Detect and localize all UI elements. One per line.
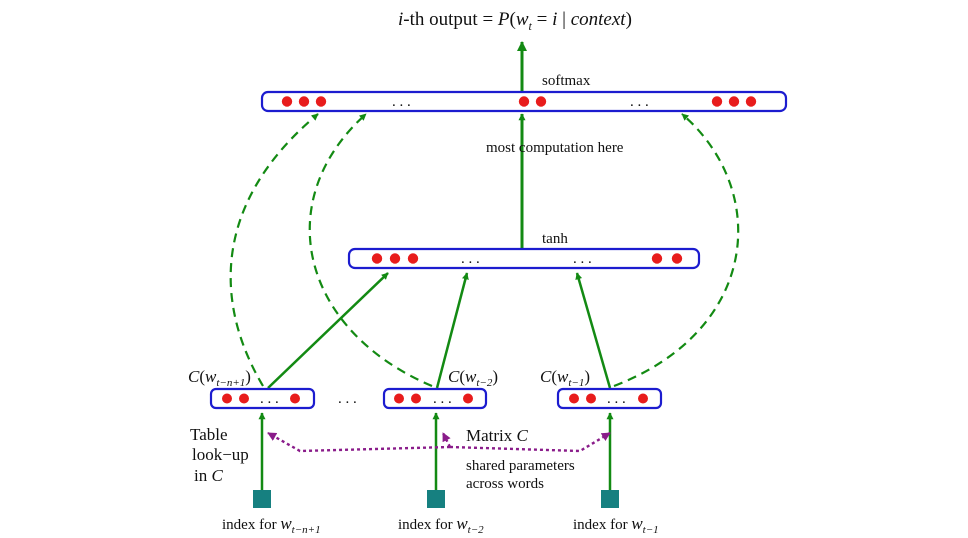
title-bar: | — [557, 9, 570, 30]
table-lookup-line3: in C — [194, 466, 223, 485]
tanh-unit — [371, 253, 383, 264]
tanh-unit — [389, 253, 401, 264]
matrix-c-label: Matrix C — [466, 426, 529, 445]
softmax-unit — [281, 96, 293, 107]
tanh-unit — [651, 253, 663, 264]
title-close: ) — [626, 9, 632, 30]
title-i2: i — [552, 9, 557, 30]
softmax-unit — [745, 96, 757, 107]
softmax-unit — [711, 96, 723, 107]
title-open: ( — [510, 9, 516, 30]
softmax-unit — [315, 96, 327, 107]
input-label-2: index for wt−2 — [398, 514, 484, 536]
embedding-box-outline — [209, 387, 316, 410]
softmax-unit — [535, 96, 547, 107]
shared-param-link-right — [449, 431, 611, 453]
title-i: i — [398, 9, 403, 30]
embedding-box-1: . . . — [209, 387, 316, 410]
input-node-1 — [253, 490, 271, 508]
input-label-1: index for wt−n+1 — [222, 514, 321, 536]
input-node-3 — [601, 490, 619, 508]
embedding2-to-softmax-dashed — [308, 113, 433, 388]
most-computation-label: most computation here — [486, 140, 624, 156]
softmax-label: softmax — [542, 73, 591, 89]
embedding-label-1: C(wt−n+1) — [188, 367, 251, 389]
softmax-box — [260, 90, 788, 113]
tanh-box — [347, 247, 701, 270]
embedding-label-3: C(wt−1) — [540, 367, 590, 389]
table-lookup-line1: Table — [190, 425, 228, 444]
tanh-ellipsis-left: . . . — [461, 251, 480, 267]
softmax-unit — [728, 96, 740, 107]
embedding-ellipsis: . . . — [260, 391, 279, 407]
embedding-unit — [222, 393, 232, 404]
title-text: -th output = — [403, 9, 498, 30]
embedding-label-2: C(wt−2) — [448, 367, 498, 389]
embedding-unit — [290, 393, 300, 404]
embedding-unit — [463, 393, 473, 404]
embedding-unit — [586, 393, 596, 404]
shared-parameters-line2: across words — [466, 476, 544, 492]
tanh-unit — [671, 253, 683, 264]
embedding-box-2: . . . — [382, 387, 488, 410]
title-context: context — [571, 9, 627, 30]
embedding-unit — [394, 393, 404, 404]
tanh-unit — [407, 253, 419, 264]
embedding-unit — [638, 393, 648, 404]
softmax-layer: . . . . . . — [260, 90, 788, 113]
title-eq: = — [532, 9, 552, 30]
embedding1-to-softmax-dashed — [229, 113, 319, 387]
tanh-label: tanh — [542, 231, 568, 247]
title-p: P — [497, 9, 510, 30]
output-title: i-th output = P(wt = i | context) — [398, 9, 632, 33]
softmax-ellipsis-right: . . . — [630, 94, 649, 110]
embedding2-to-tanh-arrow — [435, 272, 469, 389]
softmax-unit — [298, 96, 310, 107]
input-label-3: index for wt−1 — [573, 514, 659, 536]
shared-param-link-left — [267, 431, 451, 453]
embedding-box-3: . . . — [556, 387, 663, 410]
embedding-ellipsis: . . . — [607, 391, 626, 407]
embedding-unit — [411, 393, 421, 404]
softmax-ellipsis-left: . . . — [392, 94, 411, 110]
embedding1-to-tanh-arrow — [267, 272, 389, 389]
shared-parameters-line1: shared parameters — [466, 458, 575, 474]
title-w: w — [516, 9, 529, 30]
shared-param-link-middle — [441, 432, 452, 448]
embedding-ellipsis: . . . — [433, 391, 452, 407]
softmax-unit — [518, 96, 530, 107]
input-node-2 — [427, 490, 445, 508]
embedding3-to-softmax-dashed — [613, 113, 740, 388]
table-lookup-line2: look−up — [192, 445, 249, 464]
embedding-box-outline — [556, 387, 663, 410]
embedding3-to-tanh-arrow — [575, 272, 612, 389]
title-w-sub: t — [529, 19, 533, 33]
embedding-unit — [239, 393, 249, 404]
between-boxes-ellipsis: . . . — [338, 391, 357, 407]
tanh-layer: . . . . . . — [347, 247, 701, 270]
embedding-unit — [569, 393, 579, 404]
embedding-box-outline — [382, 387, 488, 410]
tanh-ellipsis-right: . . . — [573, 251, 592, 267]
